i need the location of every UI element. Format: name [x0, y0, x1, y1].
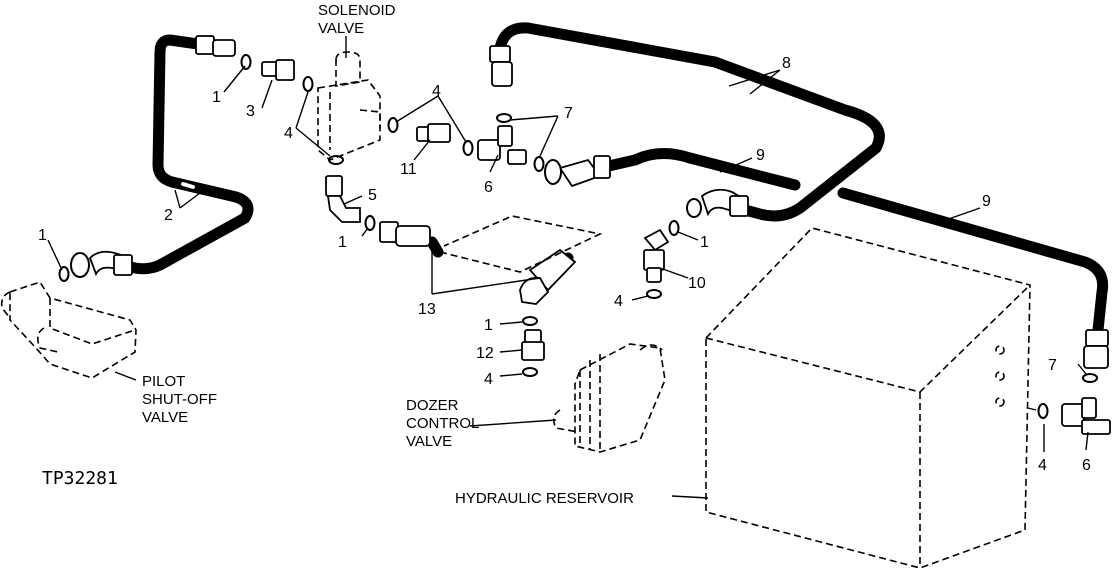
pilot-valve-label-2: SHUT-OFF	[142, 391, 217, 408]
callout-9: 9	[982, 193, 991, 210]
callout-5: 5	[368, 187, 377, 204]
callout-8: 8	[782, 55, 791, 72]
hose-end-fitting-8-top	[489, 45, 513, 87]
callout-4: 4	[484, 371, 493, 388]
callout-4: 4	[284, 125, 293, 142]
callout-1: 1	[484, 317, 493, 334]
callout-1: 1	[338, 234, 347, 251]
dozer-valve-label-2: CONTROL	[406, 415, 479, 432]
callout-13: 13	[418, 301, 436, 318]
hose-end-fitting-13-left	[379, 221, 431, 247]
callout-7: 7	[564, 105, 573, 122]
leader-lines	[47, 36, 1089, 499]
dozer-valve-label-1: DOZER	[406, 397, 459, 414]
adapter-fitting-3	[261, 59, 295, 81]
hose-end-fitting-9-upper	[544, 155, 611, 188]
o-rings	[58, 54, 1098, 419]
adapter-fitting-12	[521, 329, 545, 361]
callout-6: 6	[1082, 457, 1091, 474]
hydraulic-reservoir-outline	[705, 227, 1031, 569]
callout-9: 9	[756, 147, 765, 164]
hose-9-lower	[837, 187, 1109, 336]
pilot-valve-label-1: PILOT	[142, 373, 185, 390]
callout-1: 1	[700, 234, 709, 251]
hose-9-upper	[594, 148, 801, 191]
callout-7: 7	[1048, 357, 1057, 374]
component-labels: SOLENOID VALVE PILOT SHUT-OFF VALVE DOZE…	[42, 2, 634, 507]
pilot-valve-label-3: VALVE	[142, 409, 188, 426]
adapter-fitting-11	[416, 123, 451, 143]
callout-4: 4	[614, 293, 623, 310]
elbow-fitting-10	[643, 228, 670, 283]
hose-2	[122, 34, 254, 275]
tee-fitting-6-lower	[1061, 397, 1111, 435]
hose-8	[494, 22, 885, 222]
hose-end-fitting-8-bottom	[686, 188, 749, 218]
callout-4: 4	[432, 83, 441, 100]
solenoid-valve-outline	[317, 51, 381, 161]
reservoir-label: HYDRAULIC RESERVOIR	[455, 490, 634, 507]
dozer-valve-label-3: VALVE	[406, 433, 452, 450]
solenoid-valve-label-2: VALVE	[318, 20, 364, 37]
callout-11: 11	[400, 161, 417, 178]
hose-13-route-indicator	[439, 215, 603, 273]
hose-end-fitting-9-lower	[1083, 329, 1109, 369]
dozer-control-valve-outline	[552, 343, 666, 453]
solenoid-valve-label-1: SOLENOID	[318, 2, 396, 19]
hose-end-fitting-2-top	[195, 35, 236, 57]
tee-fitting-6-upper	[477, 125, 527, 165]
callout-4: 4	[1038, 457, 1047, 474]
hose-end-fitting-2-bottom	[70, 250, 133, 278]
hose-end-fitting-13-right	[519, 248, 577, 305]
callout-3: 3	[246, 103, 255, 120]
callout-6: 6	[484, 179, 493, 196]
figure-id: TP32281	[42, 468, 118, 489]
callout-numbers: 1 1 1 1 1 2 3 4 4 4 4 4 5 6 6 7 7 8 9 9 …	[38, 55, 1091, 474]
elbow-fitting-5	[325, 175, 361, 223]
callout-12: 12	[476, 345, 494, 362]
pilot-shut-off-valve-outline	[0, 281, 137, 379]
callout-2: 2	[164, 207, 173, 224]
callout-1: 1	[38, 227, 47, 244]
callout-10: 10	[688, 275, 706, 292]
callout-1: 1	[212, 89, 221, 106]
